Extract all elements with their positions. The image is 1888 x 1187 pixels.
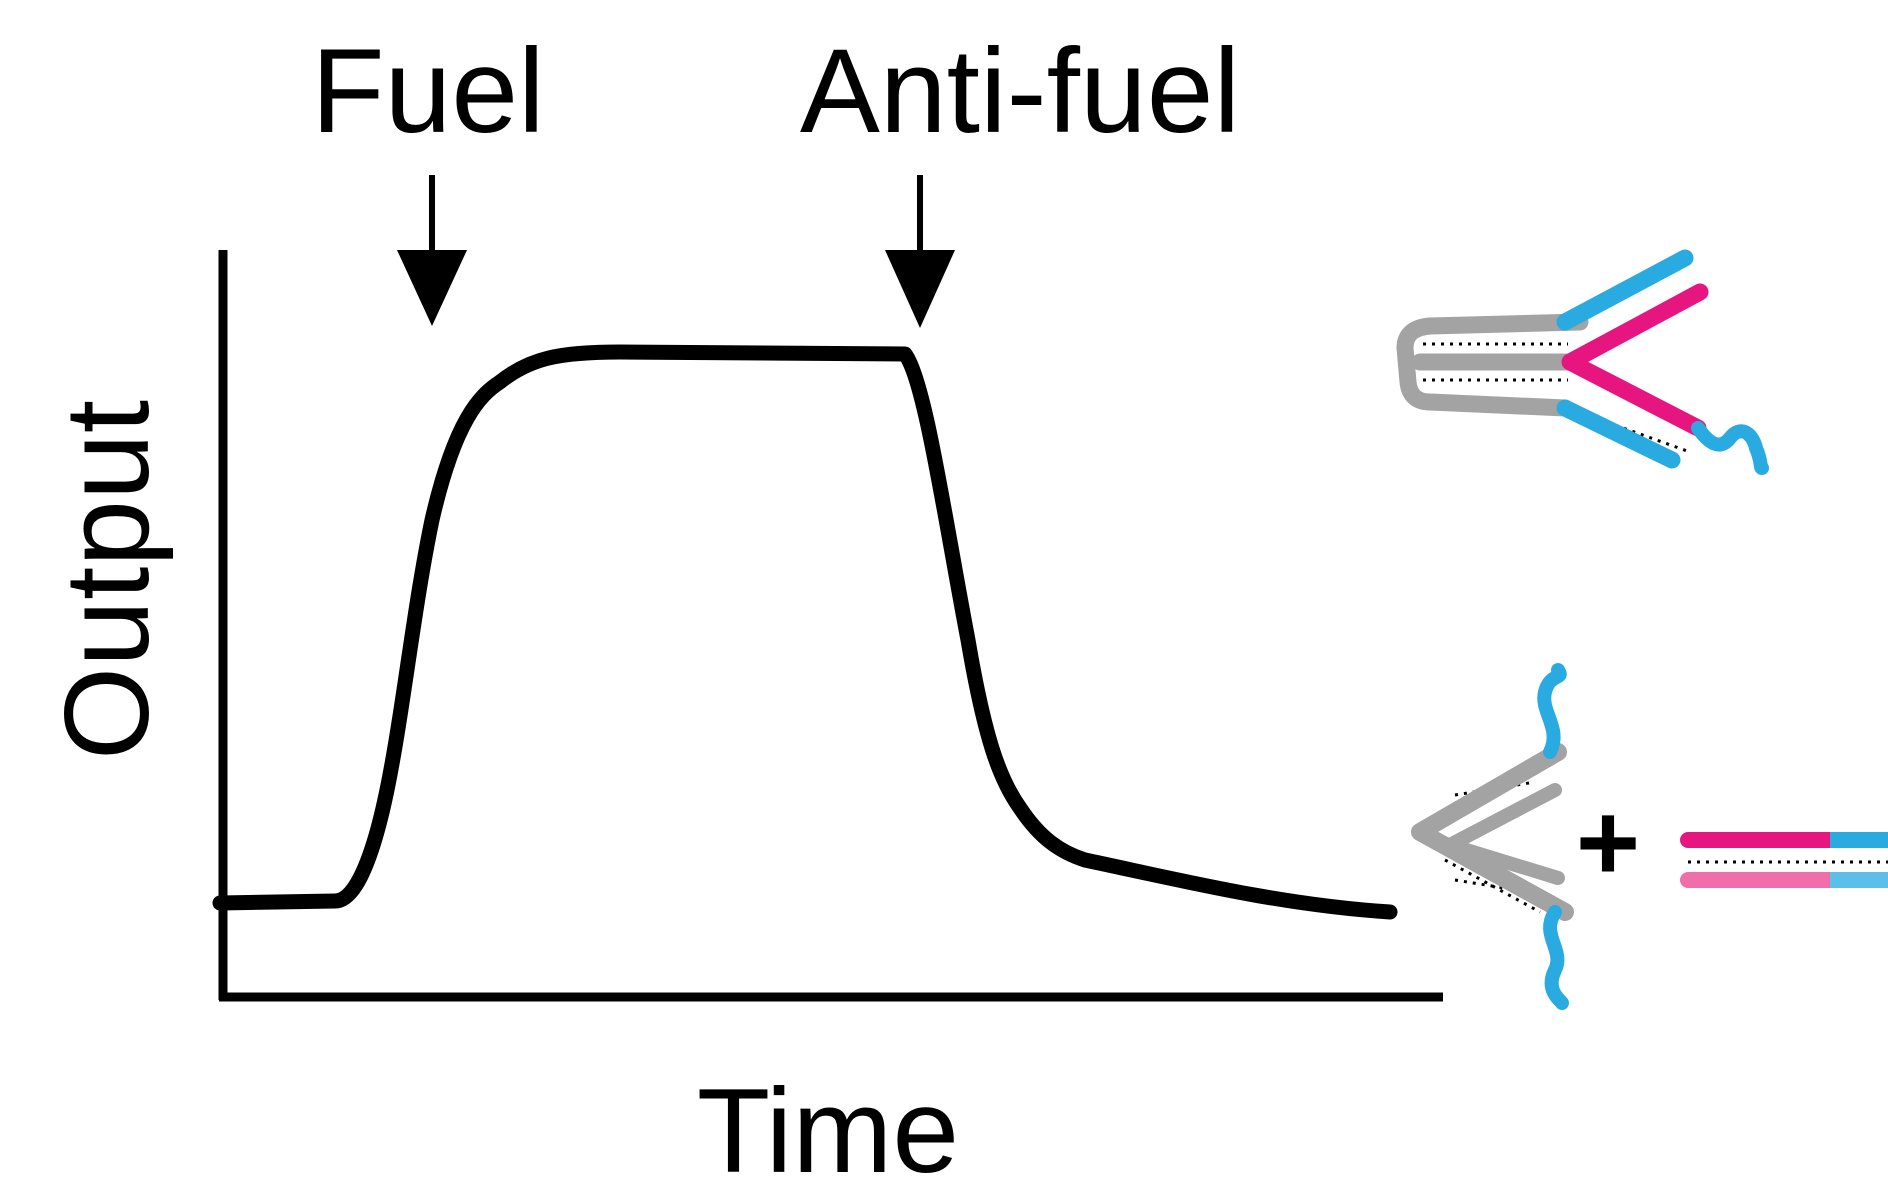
antifuel-arrow-icon [885, 175, 955, 328]
fuel-label: Fuel [311, 24, 544, 158]
output-curve [212, 344, 1398, 920]
antifuel-label: Anti-fuel [800, 24, 1240, 158]
waste-duplex-icon [1680, 832, 1888, 888]
y-axis-label: Output [40, 400, 174, 760]
upper-dna-complex-icon [1396, 249, 1769, 475]
lower-hairpin-product-icon [1411, 663, 1574, 1010]
fuel-arrow-icon [397, 175, 467, 326]
plus-sign: + [1576, 781, 1640, 904]
x-axis-label: Time [697, 1064, 959, 1187]
